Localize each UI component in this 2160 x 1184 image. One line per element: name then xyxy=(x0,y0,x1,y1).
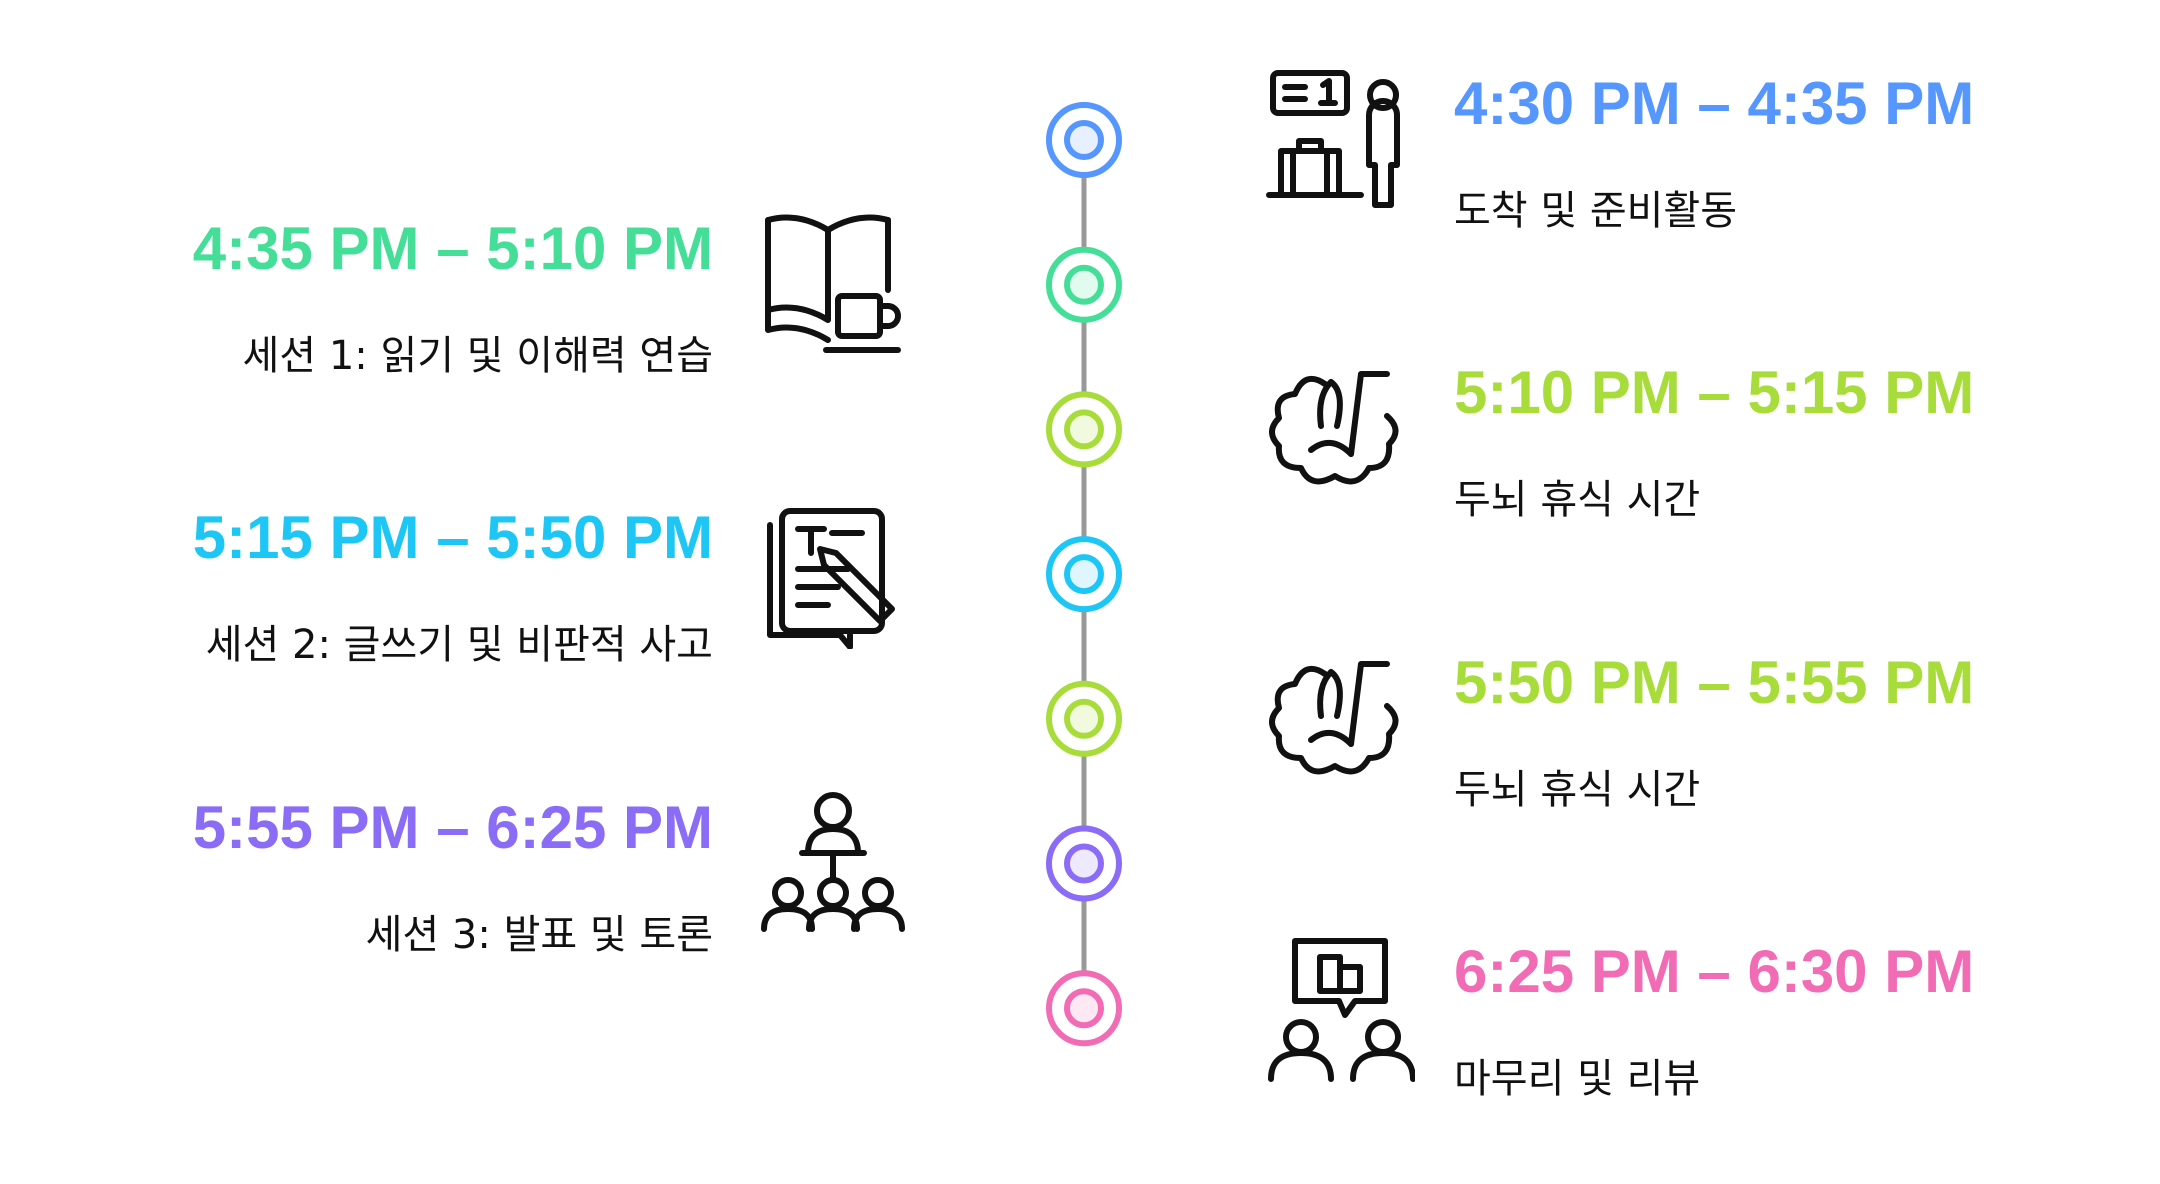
time-range: 6:25 PM – 6:30 PM xyxy=(1454,938,1975,1006)
activity-label: 두뇌 휴식 시간 xyxy=(1454,766,1701,813)
writing-pencil-icon xyxy=(758,499,908,651)
presentation-audience-icon xyxy=(758,789,908,939)
timeline-node-inner xyxy=(1064,988,1104,1029)
arrival-luggage-icon xyxy=(1265,65,1415,215)
activity-label: 두뇌 휴식 시간 xyxy=(1454,477,1701,524)
activity-label: 세션 3: 발표 및 토론 xyxy=(365,911,713,958)
time-range: 4:35 PM – 5:10 PM xyxy=(192,214,713,282)
review-discussion-icon xyxy=(1265,933,1416,1083)
timeline-node-inner xyxy=(1064,554,1104,595)
time-range: 5:15 PM – 5:50 PM xyxy=(192,504,713,572)
activity-label: 세션 1: 읽기 및 이해력 연습 xyxy=(242,332,714,379)
timeline-node-inner xyxy=(1064,843,1104,884)
brain-break-icon xyxy=(1265,644,1415,794)
timeline-node-inner xyxy=(1064,698,1104,739)
brain-break-icon xyxy=(1265,354,1415,504)
time-range: 5:50 PM – 5:55 PM xyxy=(1454,648,1975,716)
timeline-node-inner xyxy=(1064,409,1104,450)
timeline-node-inner xyxy=(1064,264,1104,305)
book-coffee-icon xyxy=(758,210,908,360)
activity-label: 도착 및 준비활동 xyxy=(1454,188,1738,234)
time-range: 5:55 PM – 6:25 PM xyxy=(192,793,713,861)
time-range: 5:10 PM – 5:15 PM xyxy=(1454,359,1975,427)
activity-label: 세션 2: 글쓰기 및 비판적 사고 xyxy=(205,622,713,669)
time-range: 4:30 PM – 4:35 PM xyxy=(1454,70,1975,137)
timeline-node-inner xyxy=(1064,120,1104,160)
activity-label: 마무리 및 리뷰 xyxy=(1454,1056,1701,1103)
